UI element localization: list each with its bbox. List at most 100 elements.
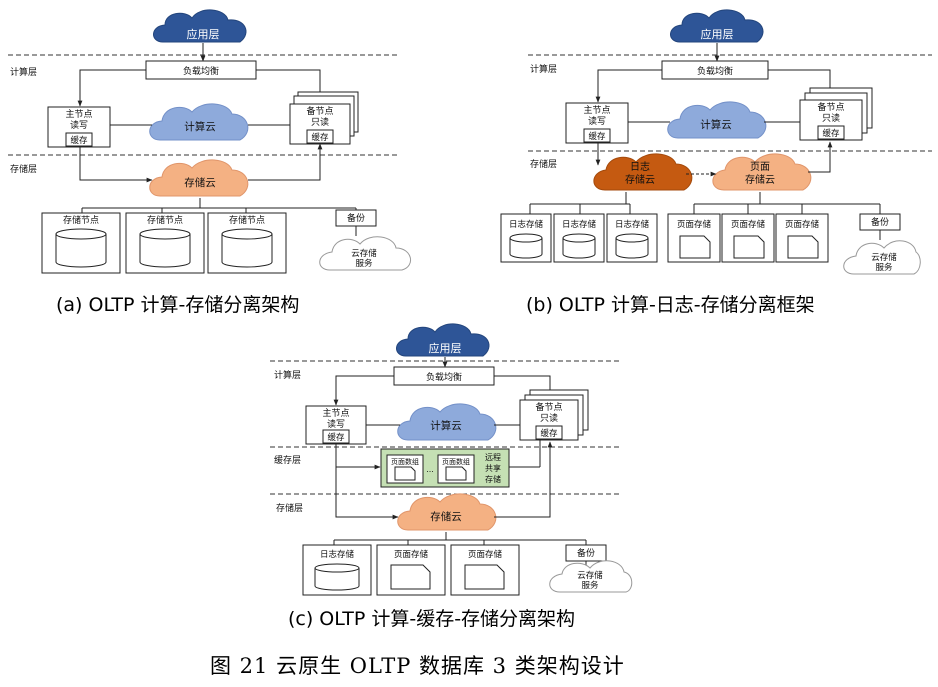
figure-caption: 图 21 云原生 OLTP 数据库 3 类架构设计 [210,654,625,678]
cloud-storage-service-a [319,236,411,271]
svg-text:共享: 共享 [485,463,501,473]
svg-text:存储节点: 存储节点 [63,214,99,226]
svg-text:页面存储: 页面存储 [677,219,712,230]
load-balancer-label: 负载均衡 [183,65,219,77]
svg-text:存储层: 存储层 [276,502,303,514]
cloud-storage-service-c [549,560,633,593]
svg-text:负载均衡: 负载均衡 [697,65,733,77]
svg-text:页面数组: 页面数组 [391,457,419,466]
primary-node-sublabel: 读写 [70,119,88,131]
compute-cloud-label: 计算云 [184,120,216,133]
page-storage-c-2: 页面存储 [450,544,520,596]
svg-text:读写: 读写 [588,115,606,127]
replica-node-sublabel: 只读 [311,116,329,128]
compute-layer-label: 计算层 [10,66,37,78]
compute-cloud-a [149,103,249,141]
app-cloud-b [670,9,764,43]
svg-text:页面: 页面 [750,161,770,173]
cache-layer-label: 缓存层 [274,454,301,466]
svg-text:...: ... [426,465,434,474]
app-cloud-c [396,323,490,357]
svg-text:页面存储: 页面存储 [731,219,766,230]
storage-node-2: 存储节点 [125,212,205,274]
page-storage-1: 页面存储 [667,213,721,263]
svg-text:存储: 存储 [485,474,501,484]
svg-text:备份: 备份 [577,547,595,559]
app-layer-label: 应用层 [701,27,734,41]
svg-text:存储节点: 存储节点 [229,214,265,226]
svg-text:页面数组: 页面数组 [442,457,470,466]
svg-text:主节点: 主节点 [322,407,349,419]
storage-layer-label: 存储层 [10,163,37,175]
svg-text:备份: 备份 [871,216,889,228]
svg-text:服务: 服务 [875,262,893,273]
svg-text:主节点: 主节点 [583,104,610,116]
svg-text:只读: 只读 [540,412,558,424]
svg-text:服务: 服务 [581,580,599,591]
svg-text:计算云: 计算云 [430,419,462,432]
svg-text:缓存: 缓存 [327,432,345,443]
svg-text:远程: 远程 [485,453,501,462]
caption-b: (b) OLTP 计算-日志-存储分离框架 [526,294,815,316]
app-cloud-a: 应用层 [153,9,247,43]
svg-text:存储层: 存储层 [530,158,557,170]
svg-text:存储云: 存储云 [745,173,775,186]
svg-text:备节点: 备节点 [817,101,844,113]
log-storage-3: 日志存储 [606,213,658,263]
svg-text:备节点: 备节点 [535,401,562,413]
svg-text:存储云: 存储云 [430,510,462,523]
app-layer-label: 应用层 [187,27,220,41]
page-storage-3: 页面存储 [775,213,829,263]
svg-text:计算层: 计算层 [274,369,301,381]
caption-c: (c) OLTP 计算-缓存-存储分离架构 [288,608,576,630]
svg-text:服务: 服务 [355,258,373,269]
panel-a: 应用层 计算层 负载均衡 主节点 读写 缓存 计算云 备节点 只读 缓存 存储层… [8,9,411,274]
svg-text:日志存储: 日志存储 [320,549,355,560]
storage-node-1: 存储节点 [41,212,121,274]
svg-text:日志: 日志 [630,160,650,173]
svg-text:读写: 读写 [327,418,345,430]
svg-text:存储云: 存储云 [625,173,655,186]
log-storage-cloud [593,153,693,191]
storage-node-3: 存储节点 [207,212,287,274]
replica-node-box [799,99,863,141]
panel-b: 应用层 计算层 负载均衡 主节点 读写 缓存 计算云 备节点 只读 缓存 存储层… [500,9,932,275]
page-storage-2: 页面存储 [721,213,775,263]
log-storage-2: 日志存储 [553,213,605,263]
cache-label: 缓存 [311,132,329,143]
compute-layer-label: 计算层 [530,63,557,75]
panel-c: 应用层 计算层 负载均衡 主节点 读写 缓存 计算云 备节点 只读 缓存 缓存层… [270,323,633,596]
svg-text:应用层: 应用层 [429,341,462,355]
cache-label: 缓存 [70,135,88,146]
primary-node-label: 主节点 [65,108,92,120]
svg-text:云存储: 云存储 [577,570,603,581]
svg-text:缓存: 缓存 [822,128,840,139]
svg-text:页面存储: 页面存储 [468,549,503,560]
log-storage-c: 日志存储 [302,544,372,596]
compute-cloud-b [667,101,767,139]
svg-text:云存储: 云存储 [351,248,377,259]
svg-text:计算云: 计算云 [700,118,732,131]
svg-text:云存储: 云存储 [871,252,897,263]
replica-node-label: 备节点 [306,105,333,117]
log-storage-1: 日志存储 [500,213,552,263]
storage-cloud-label: 存储云 [184,176,216,189]
svg-text:页面存储: 页面存储 [785,219,820,230]
svg-text:日志存储: 日志存储 [562,219,597,230]
caption-a: (a) OLTP 计算-存储分离架构 [56,294,300,316]
svg-text:页面存储: 页面存储 [394,549,429,560]
page-storage-c-1: 页面存储 [376,544,446,596]
svg-text:负载均衡: 负载均衡 [426,371,462,383]
compute-cloud-c [397,403,497,441]
svg-text:存储节点: 存储节点 [147,214,183,226]
storage-cloud-c [397,493,497,531]
svg-text:日志存储: 日志存储 [615,219,650,230]
backup-label: 备份 [347,212,365,224]
svg-text:日志存储: 日志存储 [509,219,544,230]
cloud-storage-service-b [843,240,921,275]
svg-text:缓存: 缓存 [540,428,558,439]
cache-box [65,132,93,147]
svg-text:只读: 只读 [822,112,840,124]
svg-text:缓存: 缓存 [588,131,606,142]
